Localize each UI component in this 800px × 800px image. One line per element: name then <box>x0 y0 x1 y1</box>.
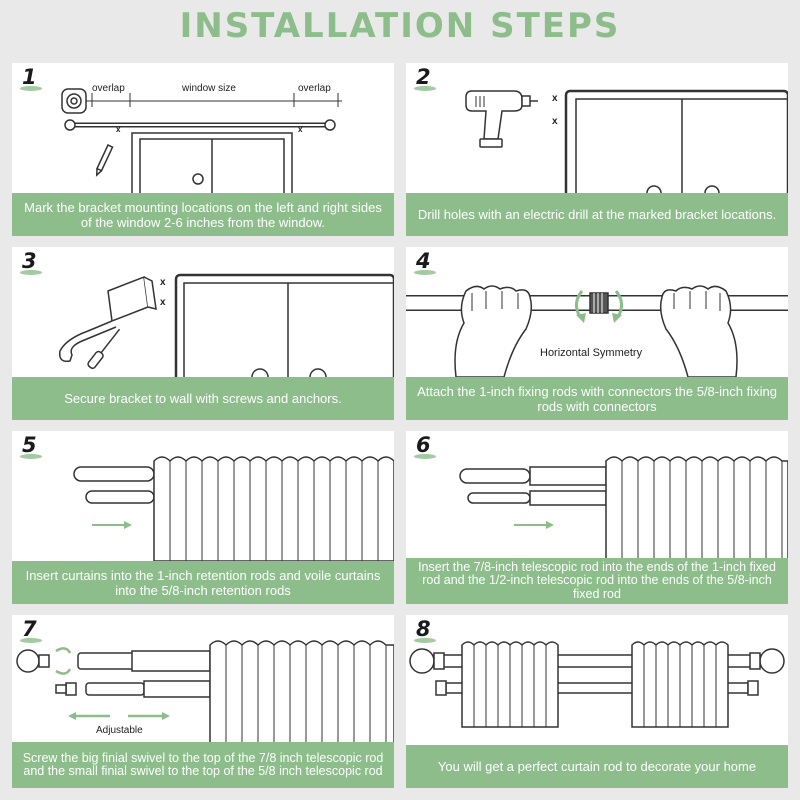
mark-x-left: x <box>116 125 121 134</box>
step-caption: Screw the big finial swivel to the top o… <box>12 742 394 788</box>
bracket-install-illustration <box>58 273 394 377</box>
telescopic-insert-illustration <box>459 456 788 561</box>
step-4-card: 4 Horizontal Symmetry Attach the 1 <box>406 247 788 420</box>
horizontal-symmetry-label: Horizontal Symmetry <box>540 347 643 359</box>
step-2-card: 2 x x Drill holes with an electric drill… <box>406 63 788 236</box>
mark-x-top: x <box>552 93 558 104</box>
step-caption: Secure bracket to wall with screws and a… <box>12 377 394 420</box>
step-1-card: 1 o <box>12 63 394 236</box>
step-number: 5 <box>20 433 42 459</box>
drill-illustration <box>465 89 788 193</box>
page-title: INSTALLATION STEPS <box>179 6 621 46</box>
step-number: 1 <box>20 65 42 91</box>
step-caption: Insert curtains into the 1-inch retentio… <box>12 561 394 604</box>
step-7-card: 7 Adjustable Screw the big finial swivel… <box>12 615 394 788</box>
step-number: 8 <box>414 617 436 643</box>
step-5-card: 5 Insert curtains into the 1-inch retent… <box>12 431 394 604</box>
overlap-left-label: overlap <box>92 83 125 94</box>
step-caption: Drill holes with an electric drill at th… <box>406 193 788 236</box>
step-number: 3 <box>20 249 42 275</box>
finished-rod-illustration <box>409 641 785 728</box>
step-number: 6 <box>414 433 436 459</box>
rod-connect-illustration <box>406 285 788 377</box>
step-number: 7 <box>20 617 42 643</box>
step-caption: Insert the 7/8-inch telescopic rod into … <box>406 558 788 604</box>
step-8-card: 8 You will get a perfect curtain rod to … <box>406 615 788 788</box>
step-6-card: 6 Insert the 7/8-inch telescopic rod int… <box>406 431 788 604</box>
step-caption: You will get a perfect curtain rod to de… <box>406 745 788 788</box>
mark-x-right: x <box>298 125 303 134</box>
mark-x-top: x <box>160 277 166 288</box>
finial-attach-illustration <box>16 640 394 745</box>
mark-x-bottom: x <box>552 116 558 127</box>
mark-x-bottom: x <box>160 297 166 308</box>
curtain-insert-illustration <box>73 456 394 561</box>
step-caption: Attach the 1-inch fixing rods with conne… <box>406 377 788 420</box>
overlap-right-label: overlap <box>298 83 331 94</box>
step-3-card: 3 x x Secure bracket to wall with screws… <box>12 247 394 420</box>
step-number: 2 <box>414 65 436 91</box>
adjustable-label: Adjustable <box>96 725 143 736</box>
step-number: 4 <box>414 249 436 275</box>
step-caption: Mark the bracket mounting locations on t… <box>12 193 394 236</box>
window-size-label: window size <box>182 83 236 94</box>
bracket-marking-illustration <box>61 88 342 193</box>
